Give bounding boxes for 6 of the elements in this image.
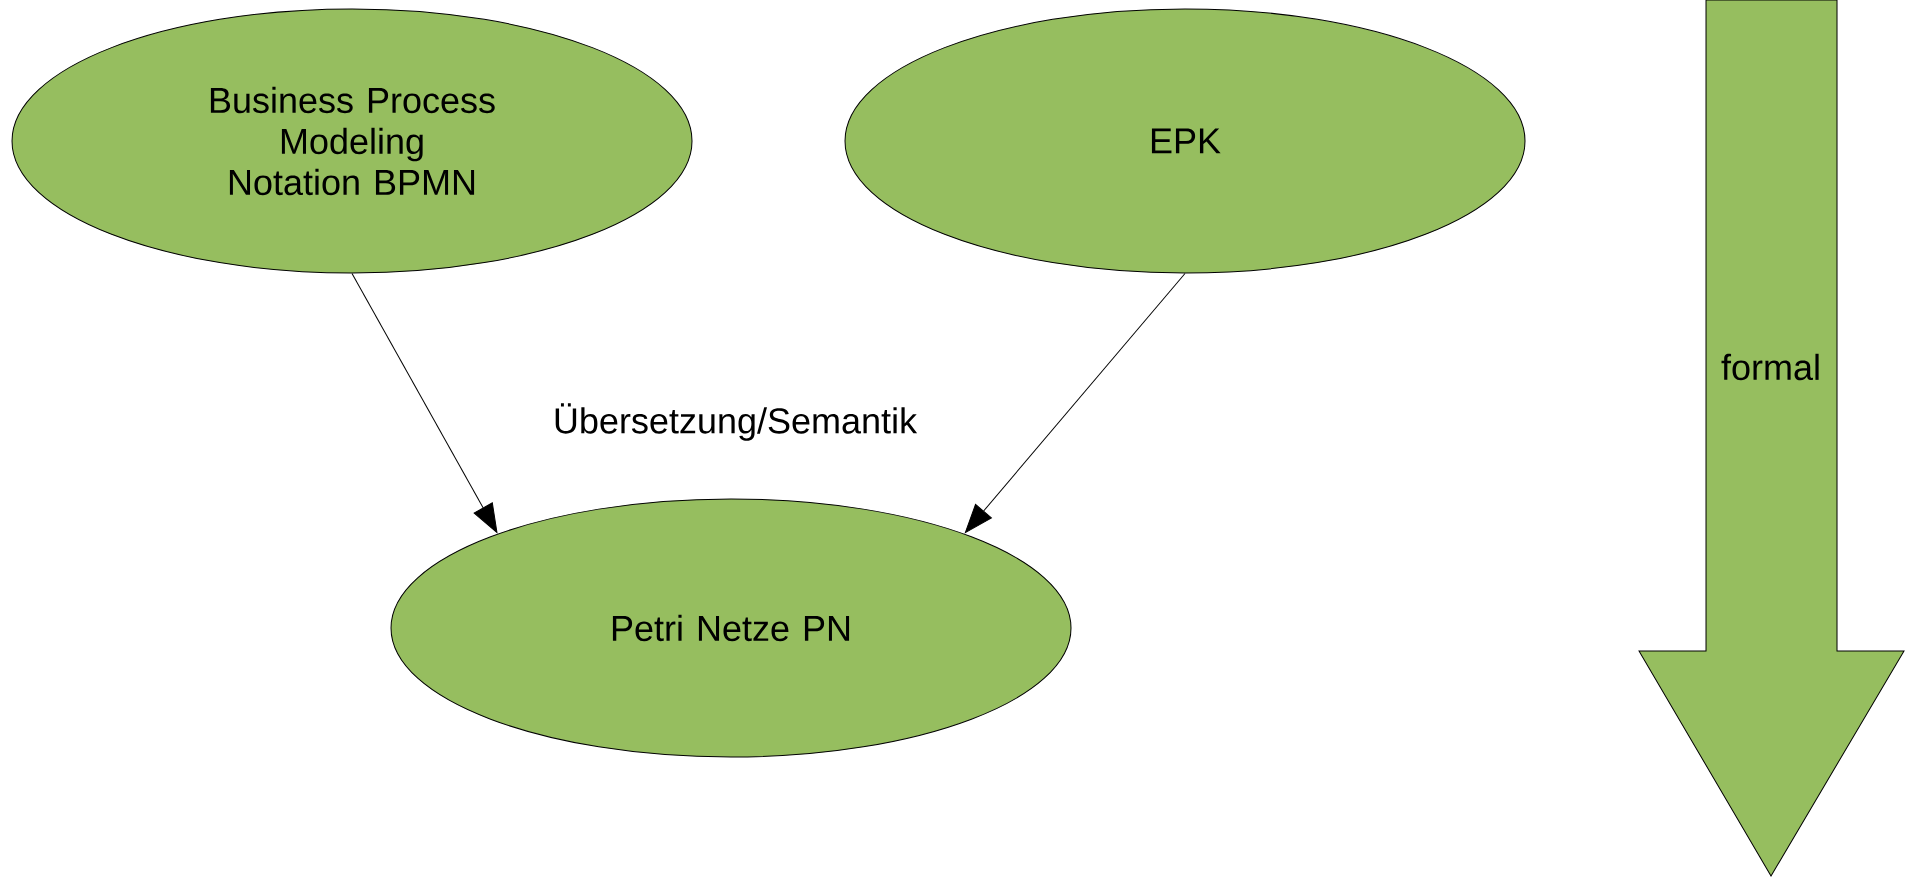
ellipse-node: Business Process Modeling Notation BPMN [11,8,693,274]
annotation-text: Übersetzung/Semantik [555,403,918,441]
arrow [964,273,1186,534]
ellipse-node: EPK [844,8,1526,274]
arrow [351,273,498,533]
ellipse-node: Petri Netze PN [390,498,1072,758]
